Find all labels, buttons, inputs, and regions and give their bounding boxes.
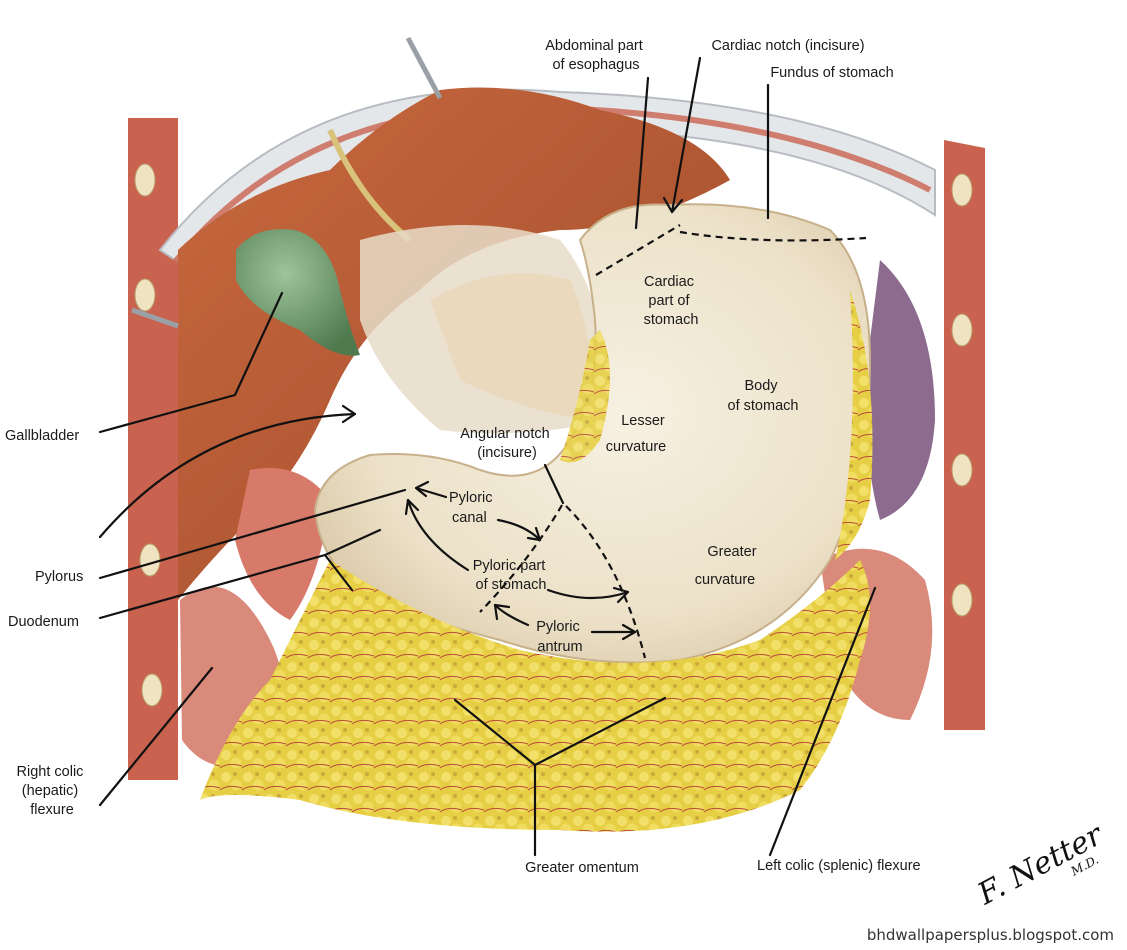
- label-left-colic-flexure: Left colic (splenic) flexure: [757, 858, 921, 874]
- pyloric-boundary-dashed-1: [479, 504, 563, 613]
- labels: Abdominal part of esophagus Cardiac notc…: [5, 38, 921, 876]
- gallbladder-shape: [236, 229, 360, 356]
- cardiac-boundary-dashed: [595, 224, 681, 276]
- label-pylorus: Pylorus: [35, 569, 83, 585]
- pyloric-boundary-dashed-2: [565, 505, 647, 659]
- liver: [178, 87, 730, 600]
- fundus-boundary-dashed: [679, 230, 867, 242]
- label-fundus: Fundus of stomach: [770, 65, 893, 81]
- label-cardiac-part: Cardiac part of stomach: [644, 274, 699, 328]
- right-abdominal-wall: [944, 140, 985, 730]
- left-wall-ribs: [134, 163, 163, 707]
- label-greater-curvature: Greater curvature: [695, 544, 761, 588]
- label-right-colic-flexure: Right colic (hepatic) flexure: [17, 764, 88, 818]
- label-duodenum: Duodenum: [8, 614, 79, 630]
- netter-signature: F. Netter M.D.: [971, 817, 1109, 913]
- label-pyloric-canal: Pyloric canal: [449, 490, 497, 526]
- watermark-text: bhdwallpapersplus.blogspot.com: [867, 926, 1114, 944]
- leader-lines: [98, 56, 877, 857]
- label-angular-notch: Angular notch (incisure): [460, 426, 554, 461]
- label-greater-omentum: Greater omentum: [525, 860, 639, 876]
- label-pyloric-part: Pyloric part of stomach: [473, 558, 550, 593]
- label-esophagus: Abdominal part of esophagus: [545, 38, 647, 73]
- illustration: [128, 36, 985, 832]
- label-body: Body of stomach: [728, 378, 799, 414]
- right-wall-ribs: [951, 173, 973, 617]
- greater-omentum-shape: [200, 560, 870, 832]
- label-pyloric-antrum: Pyloric antrum: [536, 619, 584, 655]
- label-cardiac-notch: Cardiac notch (incisure): [711, 38, 864, 54]
- duodenum-shape: [235, 468, 330, 620]
- label-lesser-curvature: Lesser curvature: [606, 413, 669, 455]
- label-gallbladder: Gallbladder: [5, 428, 79, 444]
- spleen: [866, 260, 935, 520]
